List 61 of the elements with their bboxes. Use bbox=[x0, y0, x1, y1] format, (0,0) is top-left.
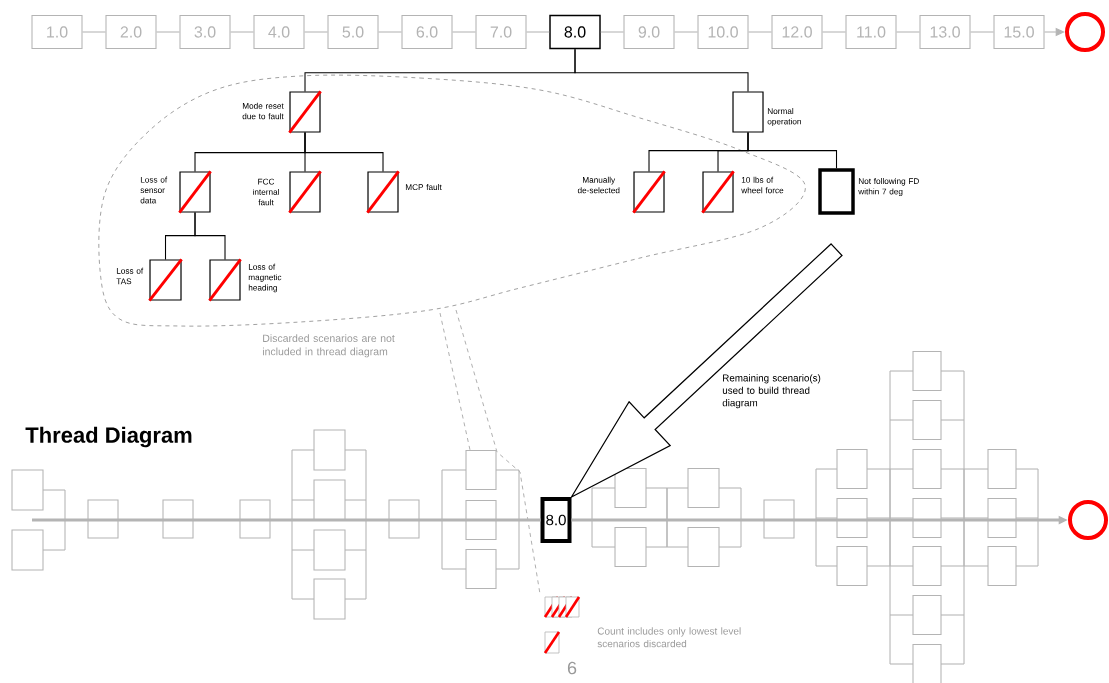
connector-line bbox=[304, 132, 384, 172]
connector-line bbox=[896, 31, 920, 33]
edge-label: Remaining scenario(s) used to build thread diagram bbox=[722, 374, 821, 409]
step-box: 3.0 bbox=[179, 14, 231, 50]
step-box: 4.0 bbox=[253, 14, 305, 50]
connector-line bbox=[82, 31, 106, 33]
step-box: 9.0 bbox=[623, 14, 675, 50]
end-circle bbox=[1068, 500, 1108, 540]
scenario-box: Not following FD within 7 deg bbox=[818, 168, 919, 215]
node-label: Normal operation bbox=[767, 107, 801, 127]
connector-line bbox=[600, 31, 624, 33]
note-text: Count includes only lowest level scenarios discarded bbox=[597, 627, 741, 648]
end-circle bbox=[1065, 12, 1105, 52]
node-label: 10 lbs of wheel force bbox=[741, 176, 784, 194]
scenario-box: Normal operation bbox=[732, 91, 801, 133]
step-box: 15.0 bbox=[993, 14, 1045, 50]
connector-line bbox=[574, 48, 749, 92]
step-box: 5.0 bbox=[327, 14, 379, 50]
scenario-box: FCC internal fault bbox=[253, 170, 322, 214]
scenario-box: 10 lbs of wheel force bbox=[701, 170, 784, 214]
node-label: Loss of sensor data bbox=[140, 176, 168, 204]
connector-line bbox=[304, 31, 328, 33]
note-text: Discarded scenarios are not included in thread diagram bbox=[263, 334, 395, 358]
node-label: Loss of magnetic heading bbox=[248, 263, 282, 293]
step-box: 7.0 bbox=[475, 14, 527, 50]
step-box: 1.0 bbox=[31, 14, 83, 50]
node-label: Not following FD within 7 deg bbox=[858, 177, 919, 197]
node-label: MCP fault bbox=[405, 184, 442, 191]
step-box: 10.0 bbox=[697, 14, 749, 50]
step-box: 8.0 bbox=[540, 497, 572, 543]
scenario-box: Loss of sensor data bbox=[140, 170, 212, 214]
connector-line bbox=[970, 31, 994, 33]
scenario-box: Loss of TAS bbox=[116, 258, 183, 302]
connector-line bbox=[526, 31, 550, 33]
step-box: 13.0 bbox=[919, 14, 971, 50]
step-box: 2.0 bbox=[105, 14, 157, 50]
node-label: FCC internal fault bbox=[253, 178, 279, 206]
scenario-box: Mode reset due to fault bbox=[242, 90, 322, 134]
connector-line bbox=[230, 31, 254, 33]
connector-line bbox=[378, 31, 402, 33]
scenario-box: MCP fault bbox=[366, 170, 442, 214]
scenario-box: Manually de-selected bbox=[577, 170, 666, 214]
block-arrow bbox=[569, 243, 843, 499]
scenario-box: Loss of magnetic heading bbox=[208, 258, 282, 302]
connector-line bbox=[674, 31, 698, 33]
node-label: Loss of TAS bbox=[116, 267, 144, 285]
connector-line bbox=[32, 518, 541, 522]
heading: Thread Diagram bbox=[25, 426, 192, 448]
node-label: Mode reset due to fault bbox=[242, 102, 284, 120]
step-box: 6.0 bbox=[401, 14, 453, 50]
connector-line bbox=[156, 31, 180, 33]
connector-line bbox=[194, 212, 226, 260]
connector-line bbox=[748, 31, 772, 33]
step-box: 12.0 bbox=[771, 14, 823, 50]
step-box: 11.0 bbox=[845, 14, 897, 50]
node-label: Manually de-selected bbox=[577, 176, 620, 194]
count-number: 6 bbox=[567, 661, 577, 675]
connector-line bbox=[452, 31, 476, 33]
connector-line bbox=[822, 31, 846, 33]
connector-line bbox=[747, 132, 838, 169]
step-box: 8.0 bbox=[549, 14, 601, 50]
